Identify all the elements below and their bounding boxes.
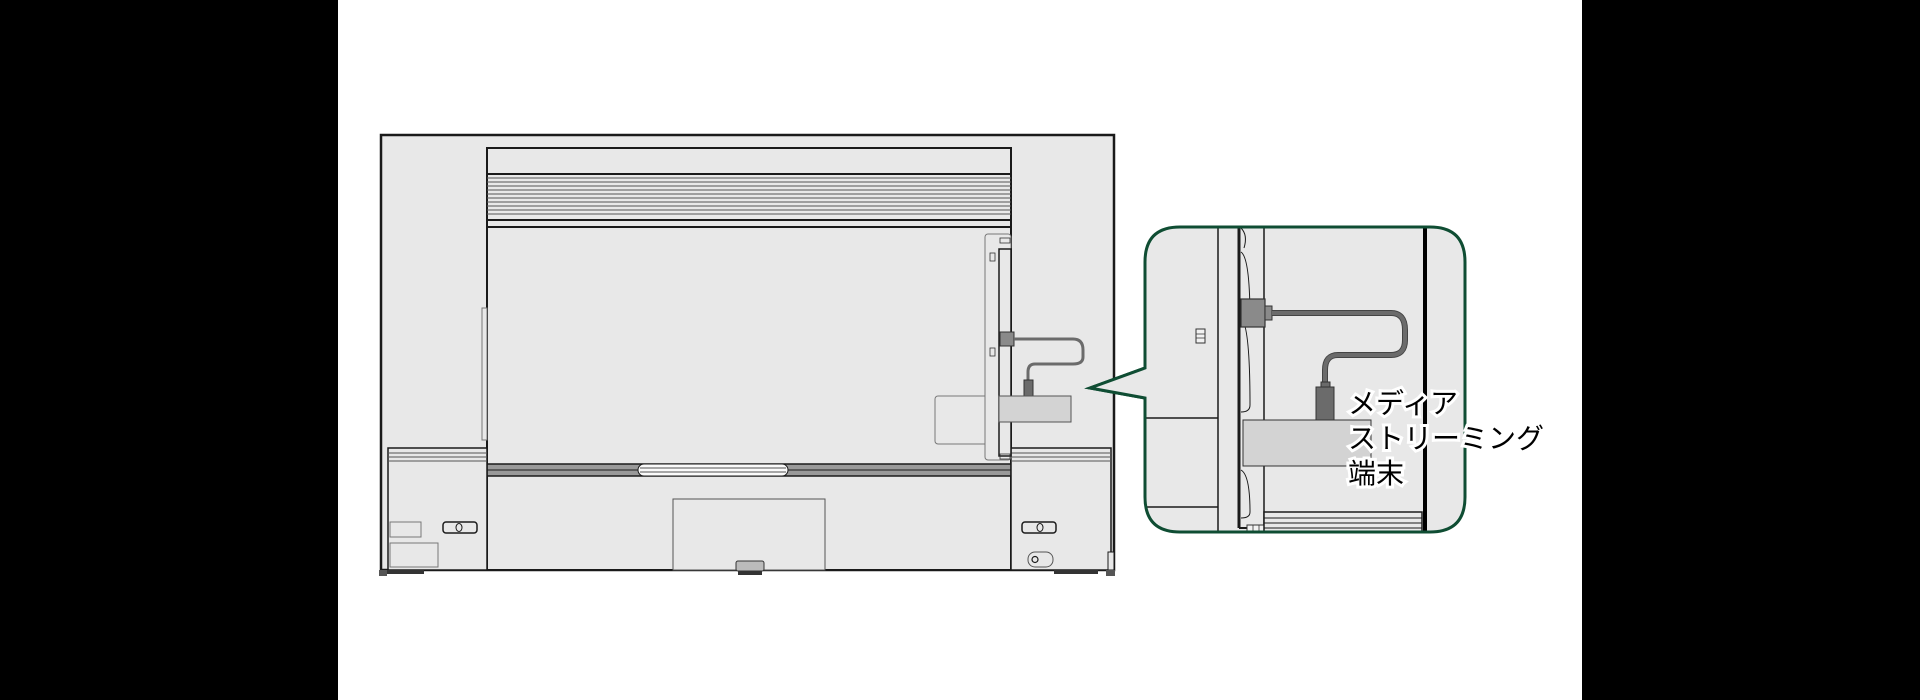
device-label-line-1: メディア — [1348, 387, 1458, 420]
tv-body — [379, 133, 1116, 576]
right-lower-block — [1010, 447, 1112, 571]
device-label-line-3: 端末 — [1348, 457, 1404, 490]
tv-feet — [379, 551, 1115, 576]
small-streaming-device — [998, 331, 1085, 423]
tv-rear-diagram: メディア ストリーミング 端末 — [379, 133, 1547, 576]
top-vent — [487, 173, 1011, 228]
diagram-canvas: メディア ストリーミング 端末 — [338, 0, 1582, 700]
zoom-callout: メディア ストリーミング 端末 — [1084, 225, 1547, 534]
device-label-line-2: ストリーミング — [1348, 422, 1544, 455]
hdmi-connector — [1240, 298, 1273, 328]
left-lower-block — [387, 447, 488, 571]
bottom-vent — [486, 463, 1012, 477]
callout-border — [1084, 225, 1467, 534]
